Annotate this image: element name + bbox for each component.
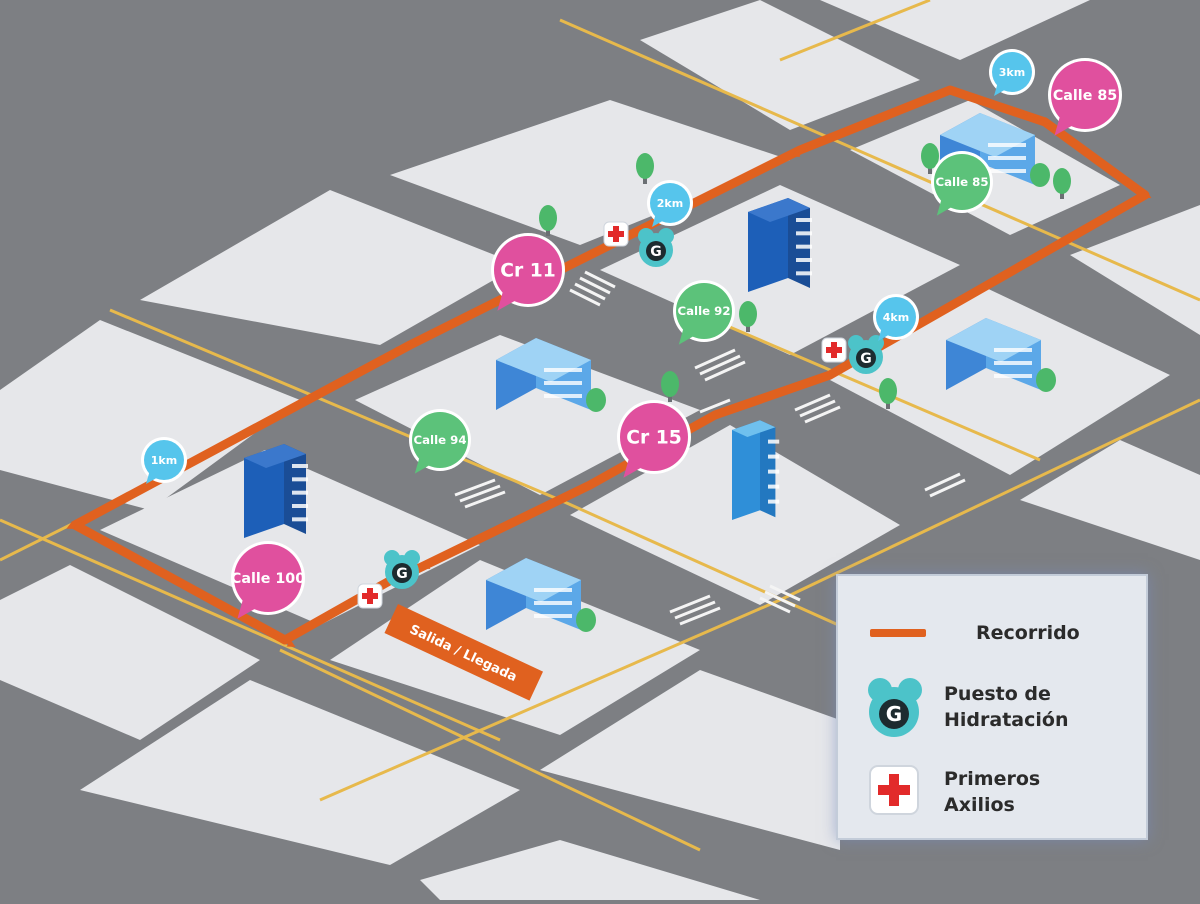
svg-text:G: G xyxy=(886,702,902,726)
marker-label: 1km xyxy=(151,454,177,467)
tree xyxy=(539,205,557,236)
city-block xyxy=(355,335,700,495)
route-line-swatch xyxy=(870,629,926,637)
route-marker-street: Cr 15 xyxy=(617,400,691,478)
route-arrow xyxy=(421,554,451,569)
low-building xyxy=(496,338,606,412)
city-block xyxy=(330,560,700,735)
route-marker-km: 4km xyxy=(873,294,919,341)
crosswalks xyxy=(454,270,966,626)
city-block xyxy=(540,670,840,850)
first-aid-station xyxy=(603,221,629,247)
hydration-station: G xyxy=(848,335,884,374)
city-block xyxy=(140,190,520,345)
legend-first-aid-label-line1: Primeros xyxy=(944,768,1041,790)
city-block xyxy=(420,840,760,900)
hydration-station: G xyxy=(638,228,674,267)
route-arrow xyxy=(808,369,841,385)
hydration-icon: G xyxy=(868,678,922,737)
city-block xyxy=(820,0,1090,60)
city-block xyxy=(1020,440,1200,560)
tree xyxy=(739,301,757,332)
route-marker-km: 2km xyxy=(647,180,693,227)
city-block xyxy=(640,0,920,130)
marker-label: 4km xyxy=(883,311,909,324)
route-marker-street: Cr 11 xyxy=(491,233,565,311)
crosswalk xyxy=(759,584,801,614)
city-block xyxy=(80,680,520,865)
route-arrow xyxy=(66,514,96,529)
first-aid-station xyxy=(821,337,847,363)
crosswalk xyxy=(694,348,746,382)
marker-label: Calle 92 xyxy=(677,304,730,318)
route-marker-calle: Calle 85 xyxy=(931,151,993,216)
first-aid-station xyxy=(357,583,383,609)
legend-route-row: Recorrido xyxy=(870,620,1080,646)
crosswalk xyxy=(924,472,966,498)
marker-label: Cr 11 xyxy=(500,261,555,282)
legend-first-aid-label-line2: Axilios xyxy=(944,794,1015,816)
office-tower xyxy=(732,420,780,520)
marker-label: 3km xyxy=(999,66,1025,79)
route-arrow xyxy=(1019,111,1052,125)
svg-text:G: G xyxy=(396,566,408,582)
hydration-stations: G G G xyxy=(384,228,884,589)
city-block xyxy=(0,565,260,740)
first-aid-icon xyxy=(869,765,919,815)
crosswalk xyxy=(669,594,721,626)
legend-hydration-row: G Puesto de Hidratación xyxy=(858,674,1068,740)
svg-text:G: G xyxy=(860,351,872,367)
hydration-station: G xyxy=(384,550,420,589)
route-marker-km: 3km xyxy=(989,49,1035,96)
legend-hydration-label-line1: Puesto de xyxy=(944,683,1051,705)
marker-label: Cr 15 xyxy=(626,428,681,449)
crosswalk xyxy=(569,270,616,307)
tree xyxy=(921,143,939,174)
marker-label: Calle 100 xyxy=(231,571,305,587)
city-block xyxy=(390,100,790,245)
marker-label: Calle 94 xyxy=(413,433,466,447)
map-legend: Recorrido G Puesto de Hidratación Primer… xyxy=(836,574,1148,840)
route-marker-calle: Calle 94 xyxy=(409,409,471,474)
office-tower xyxy=(748,198,812,292)
route-arrow xyxy=(391,337,421,354)
tree xyxy=(661,371,679,402)
low-building xyxy=(486,558,596,632)
legend-route-label: Recorrido xyxy=(976,622,1080,644)
street-markers: Calle 85 Calle 85 Cr 11 Calle 92 Calle 94 Cr … xyxy=(141,49,1122,619)
route-marker-calle: Calle 92 xyxy=(673,280,735,345)
tree xyxy=(1053,168,1071,199)
route-marker-street: Calle 100 xyxy=(231,541,305,619)
trees xyxy=(539,143,1071,409)
svg-text:G: G xyxy=(650,244,662,260)
tree xyxy=(879,378,897,409)
route-path xyxy=(70,85,1150,645)
low-building xyxy=(946,318,1056,392)
buildings xyxy=(244,113,1056,632)
tree xyxy=(636,153,654,184)
route-marker-street: Calle 85 xyxy=(1048,58,1122,136)
city-block xyxy=(0,320,300,510)
legend-hydration-label-line2: Hidratación xyxy=(944,709,1069,731)
crosswalk xyxy=(794,393,841,424)
marker-label: 2km xyxy=(657,197,683,210)
race-route xyxy=(66,85,1152,647)
legend-first-aid-row: Primeros Axilios xyxy=(858,762,1040,822)
crosswalk xyxy=(454,478,506,509)
marker-label: Calle 85 xyxy=(935,175,988,189)
office-tower xyxy=(244,444,308,538)
first-aid-stations xyxy=(357,221,847,609)
marker-label: Calle 85 xyxy=(1053,88,1117,104)
route-arrow xyxy=(791,141,821,157)
route-arrow xyxy=(264,629,296,647)
city-block xyxy=(830,285,1170,475)
route-marker-km: 1km xyxy=(141,437,187,484)
route-arrow xyxy=(1124,181,1152,199)
